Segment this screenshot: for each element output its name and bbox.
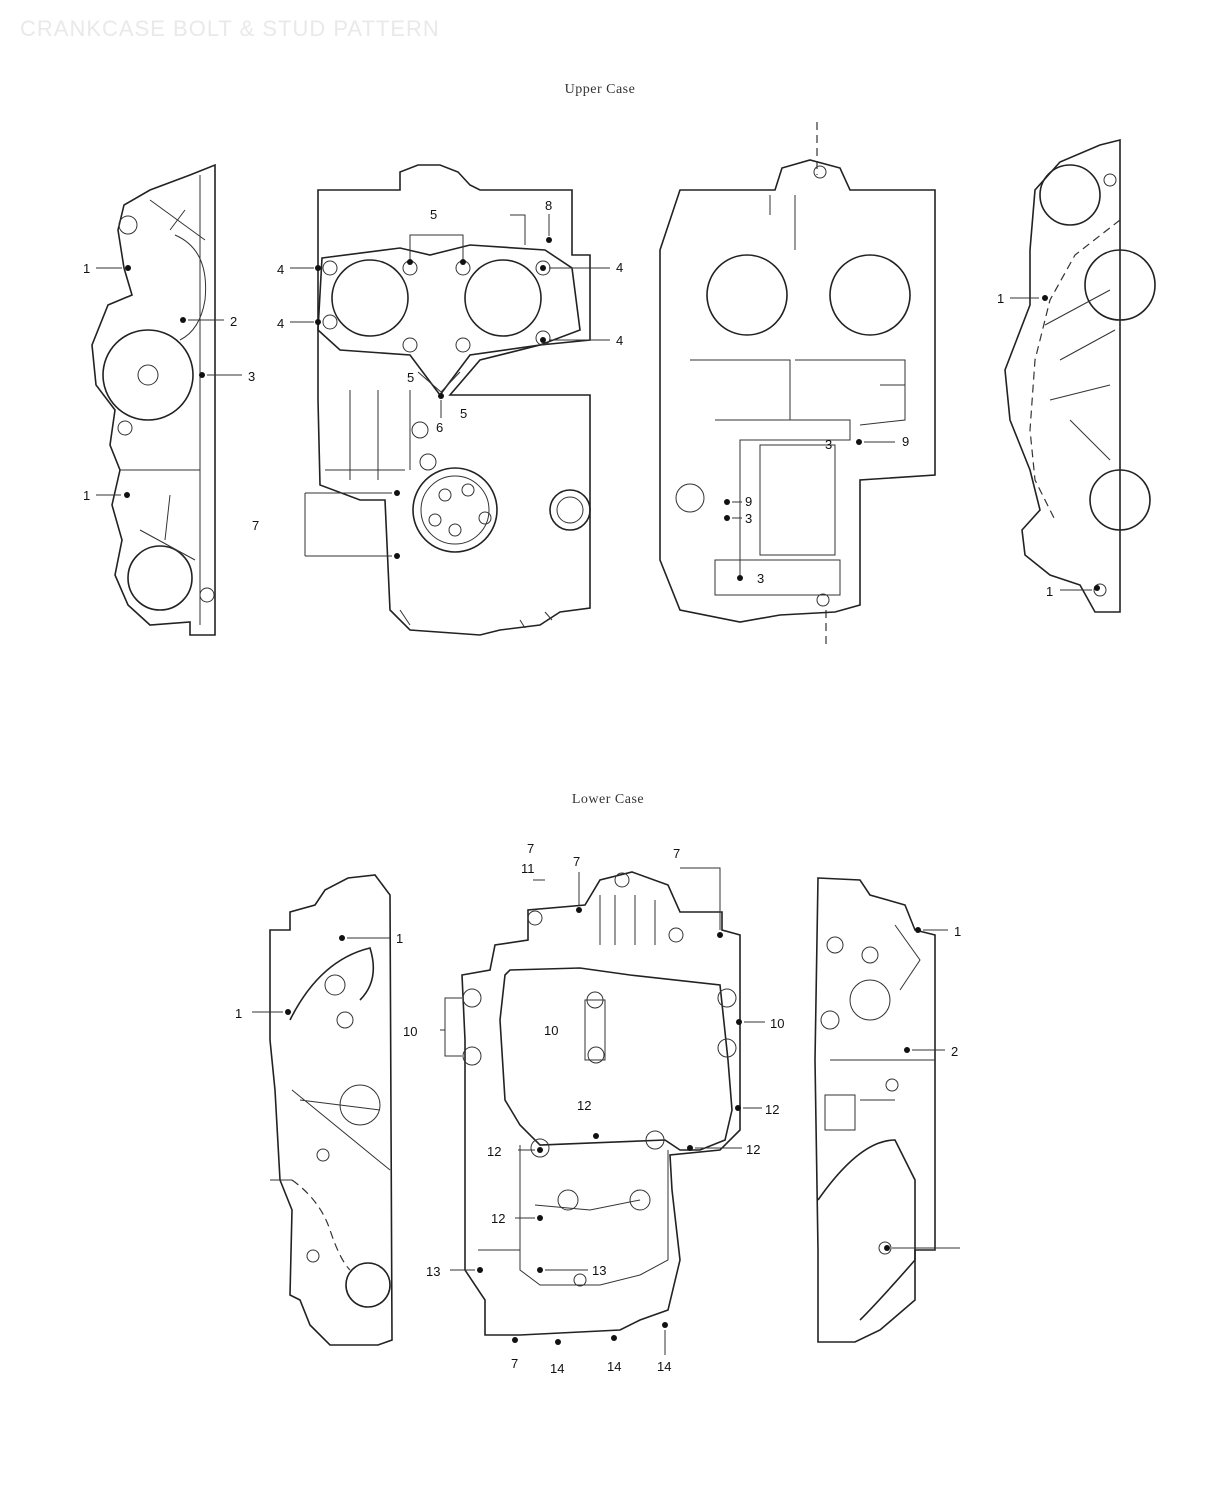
callout-label: 4: [616, 333, 623, 348]
callout-label: 8: [545, 198, 552, 213]
callout-label: 14: [657, 1359, 671, 1374]
lower-right-callouts: 1 2: [884, 924, 961, 1251]
callout-label: 3: [757, 571, 764, 586]
callout-label: 1: [396, 931, 403, 946]
upper-right-side-view: [1004, 138, 1156, 613]
callout-label: 7: [673, 846, 680, 861]
callout-label: 4: [277, 316, 284, 331]
callout-label: 7: [527, 841, 534, 856]
page-heading: CRANKCASE BOLT & STUD PATTERN: [20, 16, 440, 41]
callout-label: 12: [491, 1211, 505, 1226]
lower-left-side-view: [269, 874, 393, 1346]
callout-label: 1: [235, 1006, 242, 1021]
lower-center-view: [461, 871, 741, 1336]
upper-left-callouts: 1 2 3 1: [83, 261, 255, 503]
callout-label: 12: [746, 1142, 760, 1157]
upper-case-title: Upper Case: [564, 82, 636, 97]
callout-label: 5: [460, 406, 467, 421]
callout-label: 7: [252, 518, 259, 533]
callout-label: 12: [765, 1102, 779, 1117]
callout-label: 4: [277, 262, 284, 277]
callout-label: 12: [487, 1144, 501, 1159]
callout-label: 7: [573, 854, 580, 869]
upper-right-callouts: 1 1: [997, 291, 1100, 599]
upper-top-view: [317, 164, 591, 636]
callout-label: 9: [745, 494, 752, 509]
callout-label: 14: [550, 1361, 564, 1376]
callout-label: 1: [1046, 584, 1053, 599]
callout-label: 1: [997, 291, 1004, 306]
callout-label: 2: [230, 314, 237, 329]
callout-label: 10: [403, 1024, 417, 1039]
callout-label: 13: [592, 1263, 606, 1278]
callout-label: 5: [407, 370, 414, 385]
callout-label: 13: [426, 1264, 440, 1279]
lower-case-title: Lower Case: [571, 792, 645, 807]
callout-label: 4: [616, 260, 623, 275]
callout-label: 3: [745, 511, 752, 526]
lower-left-callouts: 1 1: [235, 931, 403, 1021]
upper-bottom-callouts: 9 3 9 3 3: [724, 434, 909, 586]
callout-label: 6: [436, 420, 443, 435]
callout-label: 12: [577, 1098, 591, 1113]
callout-label: 11: [521, 861, 535, 876]
callout-label: 14: [607, 1359, 621, 1374]
callout-label: 1: [954, 924, 961, 939]
upper-bottom-view: [659, 122, 936, 648]
lower-right-side-view: [814, 877, 936, 1343]
callout-label: 1: [83, 488, 90, 503]
callout-label: 3: [825, 437, 832, 452]
lower-center-callouts: 7 11 7 7 10 10 10 12 12 12 12 12 13 13 7…: [403, 841, 784, 1376]
callout-label: 5: [430, 207, 437, 222]
upper-left-side-view: [91, 163, 216, 636]
upper-top-callouts: 4 4 5 8 4 4 5 6 5 7: [252, 198, 623, 559]
callout-label: 9: [902, 434, 909, 449]
callout-label: 10: [544, 1023, 558, 1038]
callout-label: 2: [951, 1044, 958, 1059]
callout-label: 3: [248, 369, 255, 384]
callout-label: 1: [83, 261, 90, 276]
callout-label: 7: [511, 1356, 518, 1371]
callout-label: 10: [770, 1016, 784, 1031]
